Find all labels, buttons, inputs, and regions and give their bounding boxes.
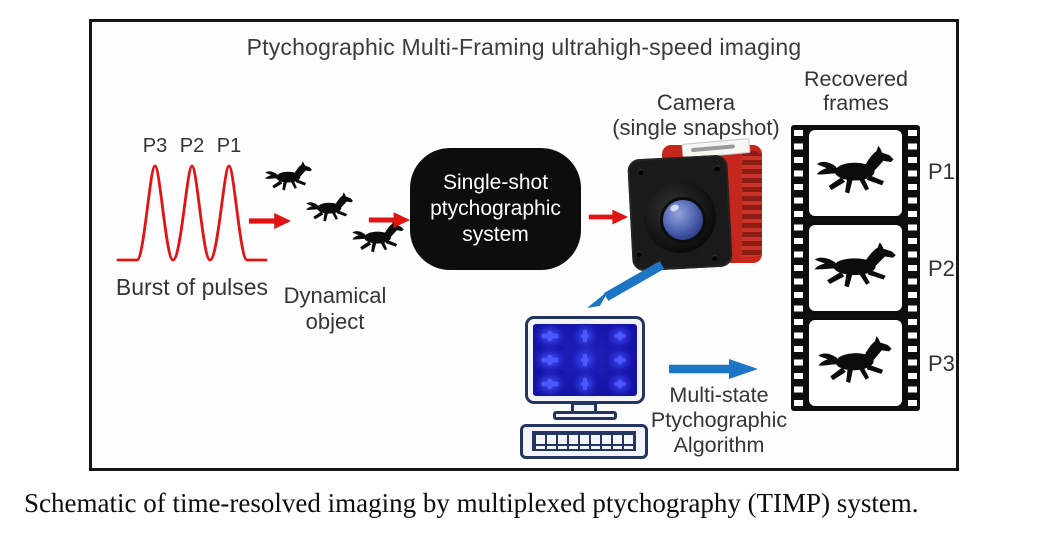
- film-frames: [806, 125, 905, 411]
- pulse-label-p3: P3: [142, 135, 168, 157]
- blue-arrow-down-icon: [587, 261, 665, 308]
- blue-arrow-right-icon: [669, 359, 758, 379]
- dynamical-object-label: Dynamical object: [265, 283, 405, 335]
- algorithm-line2: Ptychographic: [650, 408, 788, 432]
- keyboard-icon: [520, 424, 648, 459]
- film-frame-p3: [806, 317, 905, 409]
- horse-icon: [815, 335, 896, 391]
- camera-label: Camera (single snapshot): [605, 90, 787, 140]
- frame-label-p3: P3: [928, 351, 955, 376]
- system-box-line3: system: [462, 223, 529, 246]
- monitor-stand-base: [553, 411, 617, 420]
- camera-icon: [627, 138, 765, 283]
- sprocket-holes: [794, 130, 803, 407]
- single-shot-system-box: Single-shot ptychographic system: [410, 148, 581, 270]
- film-strip: [791, 125, 920, 411]
- diffraction-spot-icon: [575, 328, 595, 344]
- system-box-line1: Single-shot: [442, 171, 549, 194]
- diffraction-spot-icon: [610, 352, 630, 368]
- pulse-waveform-icon: [116, 164, 268, 262]
- recovered-frames-label: Recovered frames: [794, 67, 918, 115]
- system-box-line2: ptychographic: [430, 197, 561, 220]
- recovered-line1: Recovered: [804, 67, 908, 91]
- screw-icon: [636, 251, 642, 257]
- algorithm-label: Multi-state Ptychographic Algorithm: [638, 383, 800, 458]
- camera-lens-icon: [660, 197, 706, 243]
- screw-icon: [712, 255, 718, 261]
- film-sprocket-rail: [905, 125, 920, 411]
- pulse-label-p2: P2: [179, 135, 205, 157]
- film-sprocket-rail: [791, 125, 806, 411]
- camera-heatsink-fins: [742, 151, 762, 257]
- keyboard-keys: [532, 431, 636, 451]
- frame-label-p2: P2: [928, 256, 955, 281]
- frame-label-p1: P1: [928, 159, 955, 184]
- sprocket-holes: [908, 130, 917, 407]
- dynamical-object-line1: Dynamical: [283, 283, 387, 308]
- schematic-figure: Ptychographic Multi-Framing ultrahigh-sp…: [89, 19, 959, 471]
- diffraction-spot-icon: [575, 376, 595, 392]
- recovered-line2: frames: [823, 91, 889, 115]
- diffraction-spot-icon: [540, 352, 560, 368]
- algorithm-line3: Algorithm: [673, 433, 765, 457]
- burst-of-pulses-label: Burst of pulses: [115, 274, 269, 300]
- film-frame-p1: [806, 127, 905, 219]
- screw-icon: [638, 169, 644, 175]
- figure-caption: Schematic of time-resolved imaging by mu…: [24, 488, 919, 518]
- camera-label-line1: Camera: [656, 90, 736, 115]
- pulse-label-p1: P1: [216, 135, 242, 157]
- horse-icon: [815, 145, 897, 201]
- red-arrow-icon: [368, 212, 411, 228]
- horse-icon: [812, 242, 899, 295]
- diffraction-spot-icon: [610, 328, 630, 344]
- horse-icon: [305, 192, 355, 226]
- horse-icon: [264, 161, 314, 195]
- film-frame-p2: [806, 222, 905, 314]
- red-arrow-icon: [248, 213, 292, 229]
- screw-icon: [714, 165, 720, 171]
- monitor-screen-diffraction-patterns: [533, 324, 637, 396]
- diffraction-spot-icon: [540, 376, 560, 392]
- monitor-stand: [571, 402, 597, 413]
- dynamical-object-line2: object: [305, 309, 365, 334]
- figure-title: Ptychographic Multi-Framing ultrahigh-sp…: [246, 34, 802, 60]
- algorithm-line1: Multi-state: [669, 383, 769, 407]
- red-arrow-icon: [588, 209, 629, 225]
- diffraction-spot-icon: [610, 376, 630, 392]
- diffraction-spot-icon: [540, 328, 560, 344]
- camera-label-line2: (single snapshot): [612, 115, 780, 140]
- monitor-icon: [525, 316, 645, 404]
- diffraction-spot-icon: [575, 352, 595, 368]
